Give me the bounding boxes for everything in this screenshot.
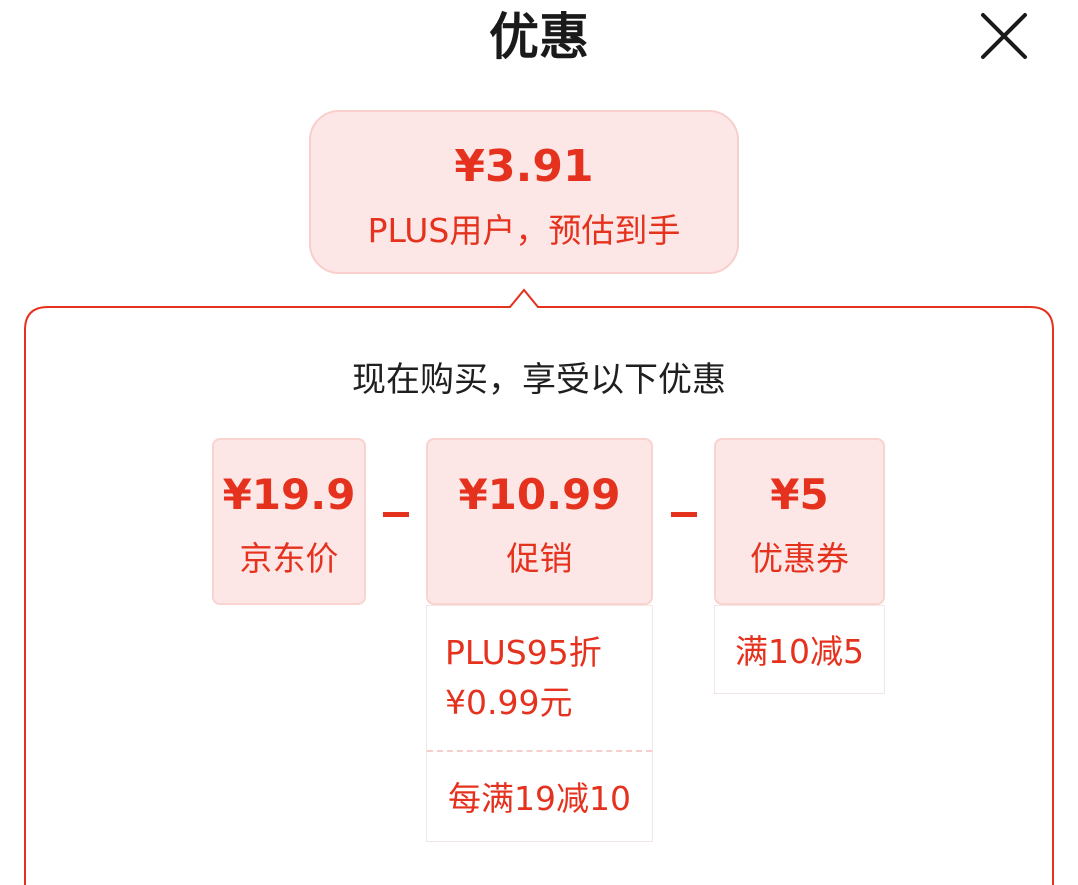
coupon-detail-threshold: 满10减5: [735, 632, 864, 671]
jd-price-box: ¥19.9 京东价: [212, 438, 366, 605]
minus-operator: [383, 512, 409, 517]
estimated-price-bubble: ¥3.91 PLUS用户，预估到手: [309, 110, 739, 274]
close-button[interactable]: [978, 8, 1034, 64]
close-icon: [981, 13, 1027, 59]
coupon-label: 优惠券: [750, 539, 849, 578]
dialog-title: 优惠: [489, 8, 589, 66]
estimated-price-caption: PLUS用户，预估到手: [367, 211, 681, 250]
promotion-detail-per-threshold: 每满19减10: [448, 779, 631, 818]
jd-price-amount: ¥19.9: [222, 470, 356, 519]
promotion-detail-divider: [427, 750, 652, 752]
promotion-details: PLUS95折 ¥0.99元 每满19减10: [426, 605, 653, 842]
promotion-box: ¥10.99 促销: [426, 438, 653, 605]
jd-price-label: 京东价: [239, 539, 339, 578]
minus-operator: [671, 512, 697, 517]
coupon-box: ¥5 优惠券: [714, 438, 885, 605]
coupon-details: 满10减5: [714, 605, 885, 694]
promotion-detail-plus-discount: PLUS95折 ¥0.99元: [445, 633, 602, 722]
discount-heading: 现在购买，享受以下优惠: [352, 360, 726, 400]
promotion-amount: ¥10.99: [458, 470, 621, 519]
promotion-label: 促销: [506, 539, 573, 578]
estimated-price: ¥3.91: [454, 141, 594, 192]
coupon-amount: ¥5: [770, 470, 829, 519]
